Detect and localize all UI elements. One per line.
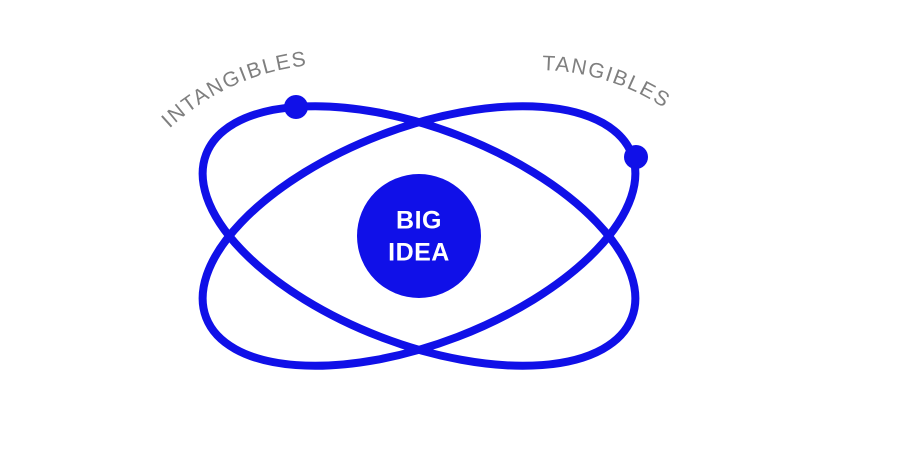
orbit-label-intangibles-text: INTANGIBLES <box>157 47 307 132</box>
orbit-label-tangibles-text: TANGIBLES <box>542 52 673 113</box>
big-idea-label-line2: IDEA <box>388 239 450 267</box>
orbit-node-tangibles[interactable] <box>624 145 648 169</box>
orbit-label-tangibles: TANGIBLES <box>542 52 675 113</box>
orbit-tangibles-group <box>198 102 640 370</box>
big-idea-label-line1: BIG <box>396 207 442 235</box>
orbit-tangibles-path <box>198 102 640 370</box>
orbit-node-intangibles[interactable] <box>284 95 308 119</box>
orbit-label-intangibles: INTANGIBLES <box>157 47 308 132</box>
big-idea-circle[interactable] <box>357 174 481 298</box>
